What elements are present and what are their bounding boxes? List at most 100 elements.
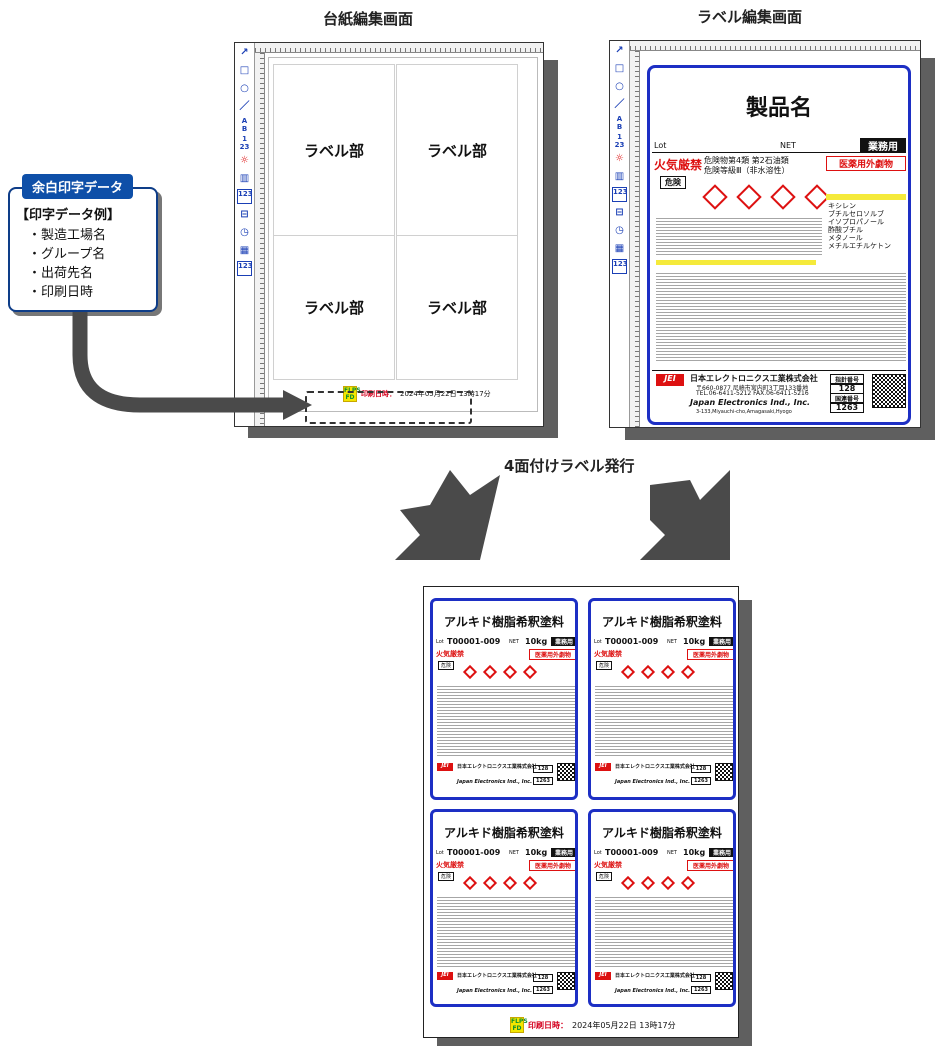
- line-icon[interactable]: ／: [239, 101, 250, 112]
- issued-lot: Lot: [594, 850, 602, 856]
- circle-icon[interactable]: ○: [240, 83, 249, 94]
- issued-drug: 医薬用外劇物: [687, 649, 733, 660]
- issued-net-value: 10kg: [683, 637, 706, 646]
- callout-item: ・出荷先名: [28, 266, 94, 281]
- issued-flammable: 火気厳禁: [436, 650, 464, 658]
- label-net: NET: [780, 141, 796, 150]
- stamp-key: 印刷日時：: [528, 1020, 568, 1030]
- board-cell[interactable]: ラベル部: [396, 235, 518, 380]
- issued-product-name: アルキド樹脂希釈塗料: [602, 615, 722, 629]
- arrow-icon[interactable]: ↗: [615, 45, 624, 56]
- flame-pictogram-icon: [620, 875, 636, 891]
- board-left-ruler: [255, 53, 265, 426]
- qr-icon[interactable]: ▦: [239, 245, 250, 256]
- down-arrow-right: [640, 470, 730, 560]
- label-company: 日本エレクトロニクス工業株式会社: [690, 374, 818, 383]
- issued-drug: 医薬用外劇物: [687, 860, 733, 871]
- issued-label[interactable]: アルキド樹脂希釈塗料 Lot T00001-009 NET 10kg 業務用 火…: [430, 598, 578, 800]
- issued-company: 日本エレクトロニクス工業株式会社: [615, 764, 695, 770]
- variable-icon[interactable]: 123: [237, 261, 253, 276]
- label-warning-bar: [826, 194, 906, 200]
- ingredient: 酢酸ブチル: [828, 226, 863, 234]
- line-icon[interactable]: ／: [614, 99, 625, 110]
- arrow-icon[interactable]: ↗: [240, 47, 249, 58]
- label-sds-bar: [656, 260, 816, 265]
- health-hazard-pictogram-icon: [660, 875, 676, 891]
- issued-net-value: 10kg: [525, 848, 548, 857]
- issued-label[interactable]: アルキド樹脂希釈塗料 Lot T00001-009 NET 10kg 業務用 火…: [588, 598, 736, 800]
- rectangle-icon[interactable]: □: [614, 63, 625, 74]
- issued-un-value: 1263: [533, 777, 553, 785]
- issued-company-en: Japan Electronics Ind., Inc.: [615, 988, 691, 994]
- issued-lot-value: T00001-009: [447, 848, 501, 857]
- environment-pictogram-icon: [680, 875, 696, 891]
- health-hazard-pictogram-icon: [770, 184, 796, 210]
- circle-icon[interactable]: ○: [615, 81, 624, 92]
- callout-item: ・グループ名: [28, 247, 106, 262]
- issued-business-use: 業務用: [709, 848, 733, 857]
- image-icon[interactable]: ☼: [615, 153, 624, 164]
- issued-fine-print: [437, 686, 575, 756]
- health-hazard-pictogram-icon: [502, 875, 518, 891]
- exclamation-pictogram-icon: [640, 875, 656, 891]
- issued-company: 日本エレクトロニクス工業株式会社: [457, 764, 537, 770]
- issue-title: 4面付けラベル発行: [504, 457, 635, 475]
- ingredient: ブチルセロソルブ: [828, 210, 884, 218]
- issued-net: NET: [509, 850, 519, 856]
- board-cell[interactable]: ラベル部: [396, 64, 518, 236]
- callout-tab: 余白印字データ: [22, 174, 134, 199]
- issued-flammable: 火気厳禁: [594, 650, 622, 658]
- table-icon[interactable]: ⊟: [240, 209, 249, 220]
- image-icon[interactable]: ☼: [240, 155, 249, 166]
- issued-net: NET: [667, 850, 677, 856]
- rectangle-icon[interactable]: □: [239, 65, 250, 76]
- qr-icon[interactable]: ▦: [614, 243, 625, 254]
- issued-business-use: 業務用: [551, 848, 575, 857]
- variable-icon[interactable]: 123: [612, 259, 628, 274]
- issued-lot: Lot: [436, 639, 444, 645]
- clock-icon[interactable]: ◷: [615, 225, 624, 236]
- label-design[interactable]: 製品名 Lot NET 業務用 火気厳禁 危険物第4類 第2石油類 危険等級Ⅲ（…: [647, 65, 911, 425]
- issued-lot-value: T00001-009: [447, 637, 501, 646]
- board-cell[interactable]: ラベル部: [273, 235, 395, 380]
- label-flammable: 火気厳禁: [654, 158, 703, 172]
- label-business-use: 業務用: [860, 138, 906, 153]
- issued-lot-value: T00001-009: [605, 848, 659, 857]
- ingredient: メタノール: [828, 234, 863, 242]
- board-cell[interactable]: ラベル部: [273, 64, 395, 236]
- exclamation-pictogram-icon: [482, 664, 498, 680]
- label-product-name[interactable]: 製品名: [745, 96, 812, 121]
- exclamation-pictogram-icon: [640, 664, 656, 680]
- issued-net-value: 10kg: [683, 848, 706, 857]
- label-cert-label: 指針番号: [830, 374, 864, 385]
- issued-company-en: Japan Electronics Ind., Inc.: [615, 779, 691, 785]
- counter-icon[interactable]: 123: [612, 187, 628, 202]
- barcode-icon[interactable]: ▥: [239, 173, 250, 184]
- issued-sheet: アルキド樹脂希釈塗料 Lot T00001-009 NET 10kg 業務用 火…: [423, 586, 739, 1038]
- clock-icon[interactable]: ◷: [240, 227, 249, 238]
- barcode-icon[interactable]: ▥: [614, 171, 625, 182]
- issued-label[interactable]: アルキド樹脂希釈塗料 Lot T00001-009 NET 10kg 業務用 火…: [430, 809, 578, 1007]
- ingredient: イソプロパノール: [828, 218, 884, 226]
- callout-item: ・製造工場名: [28, 228, 107, 243]
- table-icon[interactable]: ⊟: [615, 207, 624, 218]
- label-address: 〒660-0877 尼崎市宮内町3丁目133番地: [696, 385, 809, 392]
- issued-company: 日本エレクトロニクス工業株式会社: [615, 973, 695, 979]
- issued-label[interactable]: アルキド樹脂希釈塗料 Lot T00001-009 NET 10kg 業務用 火…: [588, 809, 736, 1007]
- counter-icon[interactable]: 123: [237, 189, 253, 204]
- qr-code-icon: [557, 763, 575, 781]
- issued-un-value: 1263: [691, 777, 711, 785]
- label-top-ruler: [630, 41, 920, 51]
- label-company-en: Japan Electronics Ind., Inc.: [690, 398, 811, 407]
- ingredient: メチルエチルケトン: [828, 242, 891, 250]
